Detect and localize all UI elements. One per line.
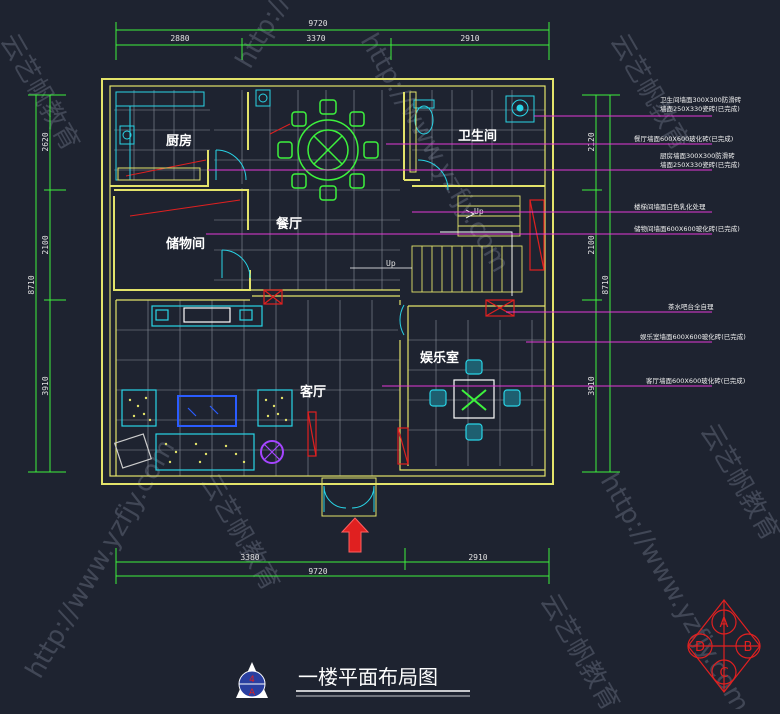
dimension-lines	[28, 22, 620, 584]
kitchen-fixtures	[115, 89, 271, 181]
annotation-text: 餐厅墙面600X600玻化砖(已完成)	[634, 134, 733, 143]
living-room-furniture	[113, 305, 293, 471]
entertainment-room-furniture	[429, 359, 521, 441]
title-badge-bottom: A	[249, 688, 256, 698]
annotation-text: 客厅墙面600X600玻化砖(已完成)	[646, 376, 745, 385]
annotation-leaders	[206, 115, 712, 387]
watermark-text: 云艺帆教育	[694, 419, 780, 547]
dim-bottom-segment: 3380	[240, 553, 259, 562]
dim-top-segment: 3370	[306, 34, 325, 43]
column-markers	[125, 123, 545, 465]
bathroom-fixtures	[409, 91, 535, 173]
dimension-labels: 9720 2880 3370 2910 3380 2910 9720 8710 …	[27, 19, 610, 576]
room-label-living: 客厅	[300, 384, 326, 400]
compass-label: A	[720, 616, 729, 631]
upholstery-pattern	[128, 396, 288, 464]
dim-left-total: 8710	[27, 275, 36, 294]
room-label-kitchen: 厨房	[166, 133, 192, 149]
dim-right-total: 8710	[601, 275, 610, 294]
staircase	[411, 195, 523, 296]
annotation-text: 墙面250X330瓷砖(已完成)	[660, 104, 740, 113]
annotation-text: 楼梯间墙面白色乳化处理	[634, 202, 706, 211]
dim-bottom-segment: 2910	[468, 553, 487, 562]
door-swings	[215, 149, 449, 517]
title-block: 4 A 一楼平面布局图	[236, 662, 470, 698]
room-label-entertainment: 娱乐室	[420, 350, 459, 366]
entrance-arrow-icon	[340, 517, 370, 553]
dim-left-segment: 3910	[41, 376, 50, 395]
walls	[101, 78, 554, 485]
dim-left-segment: 2100	[41, 235, 50, 254]
watermark-text: 云艺帆教育	[194, 469, 285, 597]
annotation-text: 娱乐室墙面600X600玻化砖(已完成)	[640, 332, 746, 341]
compass-label: D	[695, 640, 705, 655]
room-labels: 厨房 卫生间 餐厅 储物间 客厅 娱乐室	[165, 128, 497, 400]
watermark-text: 云艺帆教育	[534, 589, 625, 710]
annotation-labels: 卫生间墙面300X300防滑砖 墙面250X330瓷砖(已完成) 餐厅墙面600…	[634, 95, 746, 385]
room-label-storage: 储物间	[165, 236, 205, 252]
dim-bottom-total: 9720	[308, 567, 327, 576]
room-label-dining: 餐厅	[275, 216, 302, 232]
compass-icon	[687, 599, 761, 693]
dim-right-segment: 2120	[587, 132, 596, 151]
watermark-text: http://www.yzfjy.com	[594, 469, 755, 710]
annotation-text: 卫生间墙面300X300防滑砖	[660, 95, 742, 104]
compass-label: C	[719, 666, 728, 681]
dim-top-segment: 2910	[460, 34, 479, 43]
dim-left-segment: 2620	[41, 132, 50, 151]
dim-right-segment: 2100	[587, 235, 596, 254]
drawing-title: 一楼平面布局图	[298, 665, 438, 689]
dim-top-total: 9720	[308, 19, 327, 28]
annotation-text: 厨房墙面300X300防滑砖	[660, 151, 735, 160]
dining-table	[277, 99, 379, 201]
annotation-text: 茶水吧台全自理	[668, 302, 714, 311]
annotation-text: 墙面250X330瓷砖(已完成)	[660, 160, 740, 169]
annotation-text: 储物间墙面600X600玻化砖(已完成)	[634, 224, 740, 233]
stairs-up-label: Up	[386, 259, 396, 268]
compass-labels: A B C D	[695, 616, 752, 681]
compass-label: B	[744, 640, 753, 655]
title-badge-top: 4	[249, 675, 255, 685]
room-label-bathroom: 卫生间	[458, 128, 497, 144]
dim-top-segment: 2880	[170, 34, 189, 43]
